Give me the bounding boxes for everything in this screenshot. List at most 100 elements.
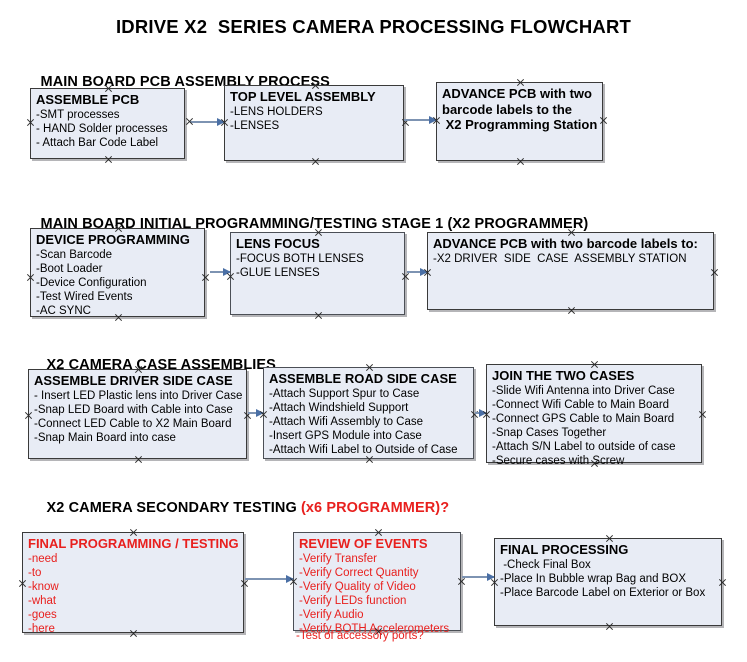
section-heading-x2-camera-secondary-testing: X2 CAMERA SECONDARY TESTING (x6 PROGRAMM…	[30, 484, 450, 532]
resize-handle-right[interactable]	[240, 579, 249, 588]
node-title-line2: barcode labels to the	[442, 101, 573, 117]
resize-handle-bottom[interactable]	[314, 311, 323, 320]
node-join-the-two-cases[interactable]: JOIN THE TWO CASES -Slide Wifi Antenna i…	[486, 364, 702, 467]
node-line: -Verify Transfer	[299, 552, 377, 565]
node-line: -here	[28, 622, 55, 635]
resize-handle-bottom[interactable]	[104, 155, 113, 164]
node-line: -what	[28, 594, 57, 607]
node-line: -Connect GPS Cable to Main Board	[492, 412, 675, 425]
resize-handle-right[interactable]	[201, 273, 210, 282]
node-assemble-pcb[interactable]: ASSEMBLE PCB -SMT processes - HAND Solde…	[30, 88, 185, 159]
node-line: -AC SYNC	[36, 304, 91, 317]
connector-review-of-events-to-final-processing	[462, 573, 495, 581]
node-assemble-road-side-case[interactable]: ASSEMBLE ROAD SIDE CASE -Attach Support …	[263, 367, 474, 459]
node-device-programming[interactable]: DEVICE PROGRAMMING -Scan Barcode -Boot L…	[30, 228, 205, 317]
connector-driver-side-to-road-side-case	[248, 409, 264, 417]
node-title: LENS FOCUS	[236, 236, 320, 251]
node-title: ADVANCE PCB with two barcode labels to:	[433, 236, 698, 251]
node-line: -Slide Wifi Antenna into Driver Case	[492, 384, 675, 397]
page-title: IDRIVE X2 SERIES CAMERA PROCESSING FLOWC…	[115, 16, 632, 37]
node-line: -goes	[28, 608, 57, 621]
resize-handle-bottom[interactable]	[567, 306, 576, 315]
node-line: -Place In Bubble wrap Bag and BOX	[500, 572, 687, 585]
node-line: -Boot Loader	[36, 262, 103, 275]
node-line: -Verify BOTH Accelerometers	[299, 622, 450, 635]
node-title: FINAL PROCESSING	[500, 542, 629, 557]
node-line-overflow-test-accessory-ports: -Test of accessory ports?	[296, 630, 424, 642]
node-advance-pcb-to-x2-programming-station[interactable]: ADVANCE PCB with two barcode labels to t…	[436, 82, 603, 161]
node-line: -Secure cases with Screw	[492, 454, 625, 467]
node-assemble-driver-side-case[interactable]: ASSEMBLE DRIVER SIDE CASE - Insert LED P…	[28, 369, 247, 459]
node-final-programming-testing[interactable]: FINAL PROGRAMMING / TESTING -need -to -k…	[22, 532, 244, 635]
node-line: -Snap Cases Together	[492, 426, 607, 439]
node-review-of-events[interactable]: REVIEW OF EVENTS -Verify Transfer -Verif…	[293, 532, 461, 635]
node-title: ASSEMBLE PCB	[36, 92, 140, 107]
resize-handle-left[interactable]	[24, 411, 33, 420]
node-line: -Verify Quality of Video	[299, 580, 416, 593]
node-line: - Attach Bar Code Label	[36, 136, 159, 149]
node-line: - Insert LED Plastic lens into Driver Ca…	[34, 389, 243, 402]
node-line: -Connect Wifi Cable to Main Board	[492, 398, 670, 411]
node-line: -need	[28, 552, 58, 565]
connector-road-side-to-join-cases	[475, 409, 487, 417]
resize-handle-bottom[interactable]	[516, 157, 525, 166]
resize-handle-right[interactable]	[599, 116, 608, 125]
node-line: -GLUE LENSES	[236, 266, 320, 279]
section-heading-text: X2 CAMERA SECONDARY TESTING	[46, 500, 301, 516]
node-line: - HAND Solder processes	[36, 122, 168, 135]
node-final-processing[interactable]: FINAL PROCESSING -Check Final Box -Place…	[494, 538, 722, 626]
node-title: FINAL PROGRAMMING / TESTING	[28, 536, 239, 551]
node-title: JOIN THE TWO CASES	[492, 368, 635, 383]
node-line: -Attach S/N Label to outside of case	[492, 440, 676, 453]
node-line: -Device Configuration	[36, 276, 147, 289]
node-line: -LENSES	[230, 119, 280, 132]
connector-assemble-pcb-to-top-level-assembly	[190, 118, 225, 126]
node-lens-focus[interactable]: LENS FOCUS -FOCUS BOTH LENSES -GLUE LENS…	[230, 232, 405, 315]
node-title: ADVANCE PCB with two	[442, 86, 592, 101]
resize-handle-right[interactable]	[698, 410, 707, 419]
node-line: -Verify Audio	[299, 608, 364, 621]
node-line: -SMT processes	[36, 108, 120, 121]
node-line: -Attach Wifi Assembly to Case	[269, 415, 424, 428]
node-line: -Connect LED Cable to X2 Main Board	[34, 417, 232, 430]
node-line: -Test Wired Events	[36, 290, 133, 303]
node-title: REVIEW OF EVENTS	[299, 536, 428, 551]
node-top-level-assembly[interactable]: TOP LEVEL ASSEMBLY -LENS HOLDERS -LENSES	[224, 85, 404, 161]
connector-device-programming-to-lens-focus	[210, 268, 231, 276]
node-line: -Verify LEDs function	[299, 594, 407, 607]
node-line: -to	[28, 566, 42, 579]
node-line: -Insert GPS Module into Case	[269, 429, 422, 442]
connector-final-programming-to-review-of-events	[245, 575, 294, 583]
node-title-line3: X2 Programming Station	[442, 117, 598, 132]
node-title: ASSEMBLE ROAD SIDE CASE	[269, 371, 457, 386]
resize-handle-left[interactable]	[18, 579, 27, 588]
node-line: -FOCUS BOTH LENSES	[236, 252, 364, 265]
resize-handle-bottom[interactable]	[311, 157, 320, 166]
node-line: -Verify Correct Quantity	[299, 566, 419, 579]
node-line: -Snap Main Board into case	[34, 431, 176, 444]
node-line: -Attach Windshield Support	[269, 401, 409, 414]
section-heading-annotation: (x6 PROGRAMMER)?	[300, 500, 450, 516]
connector-top-level-assembly-to-advance-pcb	[404, 116, 437, 124]
node-title: ASSEMBLE DRIVER SIDE CASE	[34, 373, 233, 388]
node-line: -Place Barcode Label on Exterior or Box	[500, 586, 706, 599]
resize-handle-left[interactable]	[26, 118, 35, 127]
node-line: -Attach Wifi Label to Outside of Case	[269, 443, 458, 456]
resize-handle-right[interactable]	[401, 272, 410, 281]
node-line: -know	[28, 580, 59, 593]
node-line: -Scan Barcode	[36, 248, 113, 261]
resize-handle-right[interactable]	[457, 577, 466, 586]
resize-handle-left[interactable]	[26, 273, 35, 282]
node-advance-pcb-to-driver-side-case-station[interactable]: ADVANCE PCB with two barcode labels to: …	[427, 232, 714, 310]
resize-handle-bottom[interactable]	[605, 622, 614, 631]
node-title: DEVICE PROGRAMMING	[36, 232, 190, 247]
resize-handle-bottom[interactable]	[134, 455, 143, 464]
node-line: -Check Final Box	[500, 558, 591, 571]
connector-lens-focus-to-advance-pcb	[407, 268, 428, 276]
node-line: -Attach Support Spur to Case	[269, 387, 420, 400]
resize-handle-right[interactable]	[718, 578, 727, 587]
resize-handle-right[interactable]	[710, 268, 719, 277]
node-line: -X2 DRIVER SIDE CASE ASSEMBLY STATION	[433, 252, 687, 265]
node-line: -Snap LED Board with Cable into Case	[34, 403, 233, 416]
